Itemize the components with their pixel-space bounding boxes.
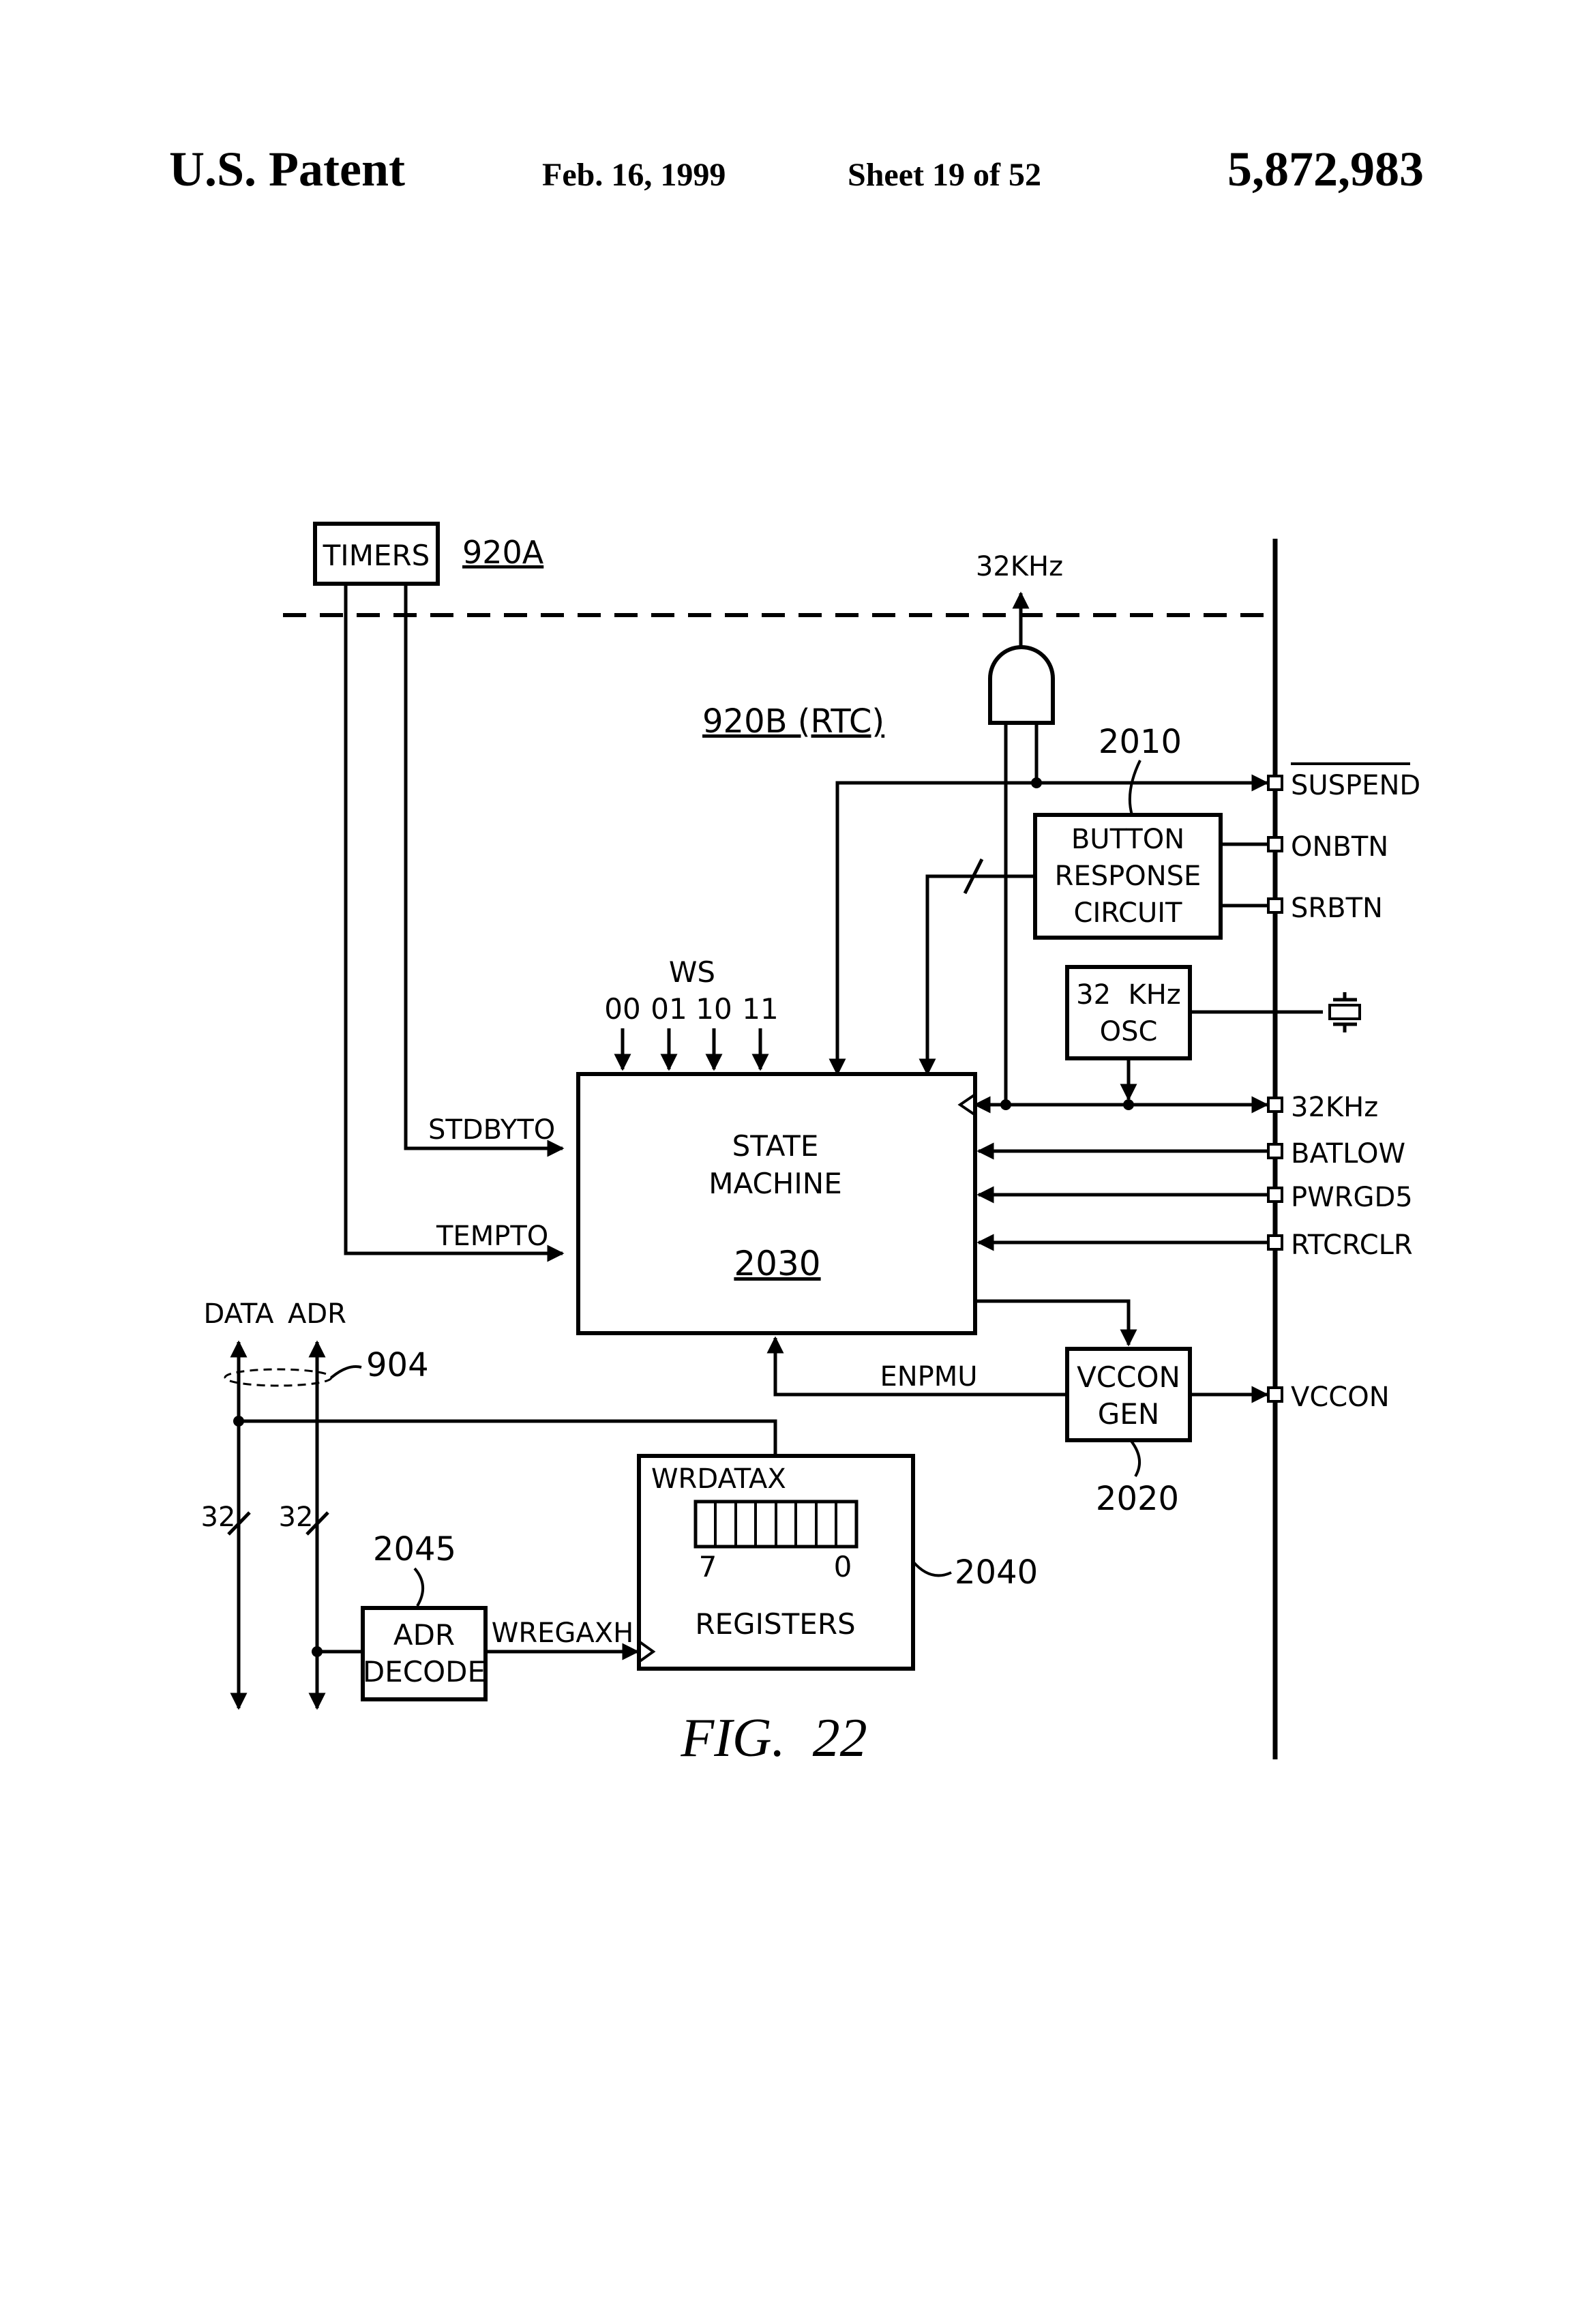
- registers-ref: 2040: [955, 1553, 1038, 1592]
- button-to-state-wire: [919, 874, 1035, 1076]
- clock-junction-dot-2: [1123, 1099, 1134, 1110]
- vccon-ref-leader: [1129, 1439, 1141, 1478]
- tempto-wire: [344, 584, 565, 1262]
- data-bus-label: DATA: [203, 1298, 274, 1330]
- vccon-gen-line-2: GEN: [1098, 1397, 1160, 1431]
- osc-line-1: 32 KHz: [1076, 979, 1181, 1011]
- button-line-2: RESPONSE: [1055, 861, 1202, 892]
- clock-out-label: 32KHz: [976, 551, 1063, 582]
- rtc-partition-ref: 920B (RTC): [702, 702, 884, 741]
- state-machine-line-1: STATE: [732, 1129, 819, 1163]
- figure-caption: FIG. 22: [680, 1708, 867, 1768]
- pin-srbtn: SRBTN: [1291, 893, 1383, 924]
- timers-ref: 920A: [462, 534, 544, 571]
- bus-ref-leader: [330, 1365, 362, 1379]
- pin-vccon: VCCON: [1291, 1382, 1390, 1413]
- ws-input-11: 11: [742, 992, 778, 1026]
- clock-junction-dot-1: [1000, 1099, 1011, 1110]
- vccon-gen-line-1: VCCON: [1077, 1360, 1180, 1394]
- ws-label: WS: [669, 955, 715, 989]
- vccon-gen-ref: 2020: [1096, 1480, 1179, 1518]
- data-width-slash: [227, 1511, 251, 1536]
- registers-block: [637, 1454, 915, 1671]
- wregaxh-label: WREGAXH: [492, 1618, 633, 1649]
- adr-decode-line-2: DECODE: [363, 1655, 486, 1688]
- header-date: Feb. 16, 1999: [542, 157, 726, 193]
- registers-label: REGISTERS: [695, 1607, 855, 1641]
- state-machine-ref: 2030: [734, 1244, 820, 1283]
- pin-pwrgd5: PWRGD5: [1291, 1182, 1413, 1213]
- state-machine-block: [576, 1072, 977, 1335]
- register-bit-cells: [693, 1500, 859, 1549]
- register-clock-triangle: [638, 1640, 656, 1663]
- ws-input-01: 01: [651, 992, 687, 1026]
- ws-input-10: 10: [696, 992, 732, 1026]
- adr-width-slash: [305, 1511, 329, 1536]
- button-line-3: CIRCUIT: [1074, 897, 1183, 929]
- state-to-vccon-wire: [975, 1299, 1137, 1347]
- header-sheet: Sheet 19 of 52: [848, 157, 1041, 193]
- osc-line-2: OSC: [1100, 1016, 1158, 1047]
- suspend-wire: [829, 774, 1269, 1076]
- pin-32khz: 32KHz: [1291, 1092, 1378, 1123]
- enpmu-label: ENPMU: [880, 1361, 977, 1392]
- registers-ref-leader: [912, 1560, 952, 1577]
- pin-batlow: BATLOW: [1291, 1138, 1405, 1170]
- adr-decode-leader: [413, 1567, 424, 1607]
- button-circuit-ref: 2010: [1099, 723, 1182, 761]
- register-bit-low: 0: [834, 1550, 852, 1583]
- button-ref-leader: [1128, 760, 1141, 816]
- pin-rtcrclr: RTCRCLR: [1291, 1230, 1413, 1261]
- bus-ref: 904: [366, 1346, 429, 1384]
- state-machine-line-2: MACHINE: [708, 1167, 841, 1200]
- adr-bus-label: ADR: [288, 1298, 346, 1330]
- pin-onbtn: ONBTN: [1291, 831, 1388, 863]
- stdbyto-wire: [404, 584, 565, 1157]
- button-line-1: BUTTON: [1071, 824, 1184, 855]
- ws-input-00: 00: [604, 992, 640, 1026]
- button-response-circuit: [1033, 813, 1223, 940]
- data-bus-width: 32: [201, 1502, 236, 1533]
- adr-decode-ref: 2045: [373, 1530, 456, 1568]
- header-patent-label: U.S. Patent: [169, 142, 405, 196]
- enpmu-wire: [766, 1336, 1067, 1397]
- wrdatax-label: WRDATAX: [651, 1463, 786, 1495]
- adr-decode-block: [361, 1606, 488, 1701]
- tempto-label: TEMPTO: [436, 1221, 548, 1252]
- crystal-icon: [1328, 992, 1361, 1032]
- bus-slash: [963, 858, 984, 895]
- adr-decode-line-1: ADR: [393, 1618, 455, 1652]
- timers-block: [313, 522, 440, 586]
- stdbyto-label: STDBYTO: [428, 1114, 555, 1146]
- clock-input-triangle: [957, 1093, 976, 1116]
- pin-markers: [1267, 775, 1283, 1403]
- header-patent-number: 5,872,983: [1227, 142, 1424, 196]
- pin-suspend: SUSPEND: [1291, 770, 1420, 801]
- adr-bus-width: 32: [279, 1502, 314, 1533]
- and-gate: [988, 645, 1055, 725]
- register-bit-high: 7: [699, 1550, 717, 1583]
- timers-label: TIMERS: [323, 539, 430, 572]
